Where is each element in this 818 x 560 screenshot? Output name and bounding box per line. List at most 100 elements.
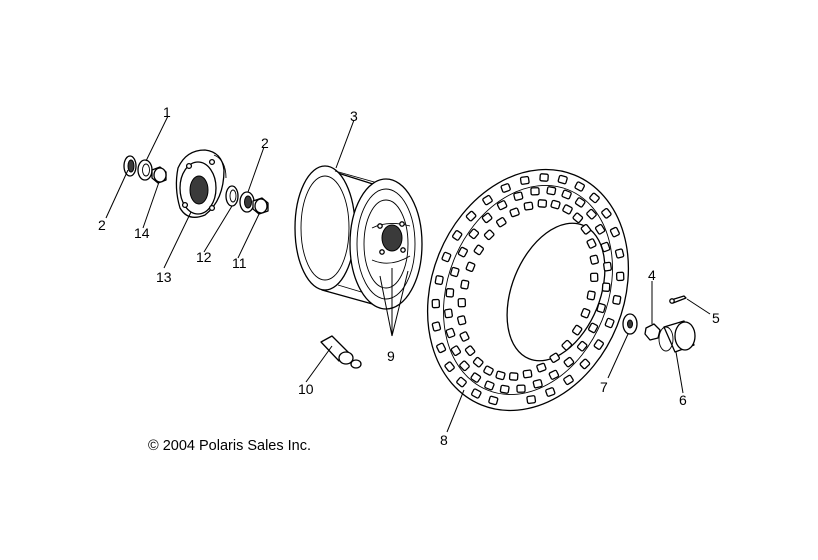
leader-2-left [105, 169, 129, 219]
tread-block [495, 217, 507, 228]
tread-block [539, 173, 549, 182]
tread-block [603, 261, 612, 272]
leader-9c [391, 270, 409, 337]
tread-block [464, 345, 476, 357]
tread-block [500, 183, 511, 193]
leader-1 [145, 115, 169, 162]
callout-4: 4 [648, 267, 656, 283]
part-dust-cap [252, 197, 269, 215]
tread-block [450, 345, 462, 357]
tread-block [601, 207, 612, 219]
tread-block [459, 331, 470, 342]
part-seal-right [239, 191, 255, 213]
tread-block [615, 271, 625, 282]
leader-3 [335, 119, 355, 169]
tread-block [445, 288, 455, 298]
callout-2-right: 2 [261, 135, 269, 151]
tread-block [574, 197, 586, 208]
tread-block [472, 356, 484, 368]
part-washer [622, 313, 638, 335]
callout-8: 8 [440, 432, 448, 448]
tread-block [456, 376, 467, 388]
tread-block [496, 200, 508, 211]
tread-block [580, 223, 592, 235]
tread-block [548, 369, 560, 380]
tread-block [586, 208, 597, 220]
callout-14: 14 [134, 225, 150, 241]
tread-block [532, 379, 543, 389]
callout-5: 5 [712, 310, 720, 326]
leader-7 [607, 333, 629, 379]
callout-9: 9 [387, 348, 395, 364]
tread-block [459, 360, 470, 372]
tread-block [561, 339, 573, 351]
tread-block [450, 266, 460, 278]
tread-block [576, 340, 588, 352]
callout-2-left: 2 [98, 217, 106, 233]
leader-10 [305, 345, 333, 383]
tread-block [526, 395, 537, 405]
tread-block [460, 279, 470, 290]
part-valve-stem [320, 335, 362, 369]
tread-block [579, 358, 591, 370]
leader-lines [105, 115, 711, 433]
leader-13 [163, 211, 192, 269]
tread-block [612, 294, 622, 305]
tread-block [445, 327, 456, 339]
tread-block [601, 282, 611, 292]
tread-block [495, 370, 506, 381]
tread-block [563, 374, 574, 386]
tread-block [513, 191, 524, 201]
tread-block [522, 369, 533, 379]
tread-block [537, 199, 548, 208]
callout-labels: 1 2 2 3 4 5 6 7 8 9 10 11 12 13 14 [98, 104, 720, 448]
tread-block [572, 212, 584, 224]
part-wheel-hub [175, 149, 227, 218]
tread-block [557, 174, 568, 185]
tread-block [451, 230, 463, 241]
tread-block [457, 315, 467, 326]
leader-5 [686, 298, 711, 315]
tread-block [488, 395, 499, 406]
copyright-notice: © 2004 Polaris Sales Inc. [148, 438, 312, 454]
leader-6 [675, 351, 684, 394]
tread-block [465, 210, 477, 222]
tread-block [444, 361, 455, 373]
part-wheel-rim [294, 165, 423, 310]
leader-9a [379, 275, 393, 337]
tread-block [588, 322, 599, 334]
tread-block [600, 241, 611, 253]
leader-8 [446, 389, 465, 433]
tread-block [604, 317, 615, 329]
leader-12 [203, 205, 233, 253]
callout-12: 12 [196, 249, 212, 265]
tread-block [596, 302, 606, 314]
tread-block [589, 254, 599, 265]
tread-block [484, 380, 495, 391]
tread-block [571, 324, 583, 336]
part-tire [426, 168, 630, 412]
part-seal-left [123, 155, 137, 177]
part-bearing-left [137, 159, 153, 181]
tread-block [550, 199, 561, 210]
callout-1: 1 [163, 104, 171, 120]
tread-block [516, 384, 526, 393]
callout-7: 7 [600, 379, 608, 395]
tread-block [536, 362, 547, 373]
tread-block [483, 229, 495, 241]
tread-block [614, 248, 625, 259]
part-nut [644, 323, 661, 341]
part-bearing-right [225, 185, 239, 207]
part-cotter-pin [669, 295, 687, 304]
tread-block [594, 223, 606, 235]
tread-block [431, 298, 441, 309]
tread-block [586, 290, 596, 301]
tread-block [471, 388, 482, 399]
tread-block [431, 321, 442, 332]
leader-11 [237, 211, 261, 259]
leader-14 [142, 181, 160, 229]
tread-block [457, 246, 468, 258]
tread-block [546, 186, 557, 196]
tire-tread-pattern [431, 173, 625, 406]
